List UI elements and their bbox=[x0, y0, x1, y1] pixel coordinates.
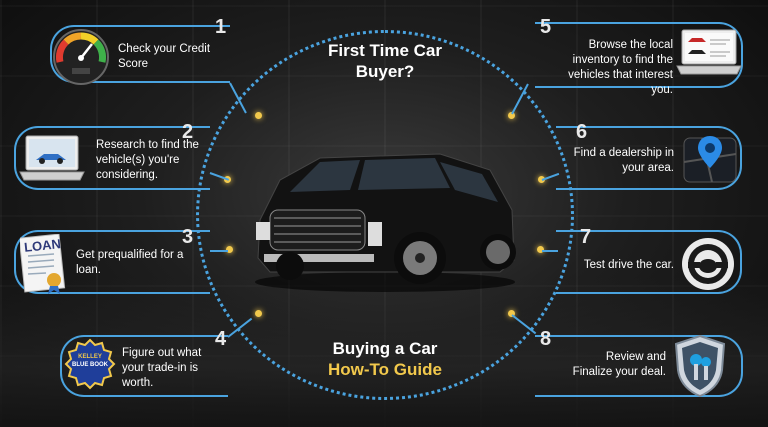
step-6-frame bbox=[556, 126, 742, 190]
step-3-connector bbox=[210, 250, 228, 252]
step-7-text: Test drive the car. bbox=[583, 259, 674, 271]
ring-dot-2 bbox=[224, 176, 231, 183]
dotted-ring bbox=[196, 30, 574, 400]
step-8-frame bbox=[535, 335, 743, 397]
page-title: First Time Car Buyer? bbox=[327, 41, 442, 81]
step-8-number: 8 bbox=[540, 328, 552, 350]
step-2-frame bbox=[14, 126, 210, 190]
step-2-text: Research to find the vehicle(s) you're c… bbox=[96, 139, 199, 181]
step-7-frame bbox=[556, 230, 742, 294]
credit-gauge-icon bbox=[53, 29, 109, 85]
shield-keys-icon bbox=[674, 334, 726, 398]
map-pin-icon bbox=[683, 136, 737, 183]
ring-dot-6 bbox=[538, 176, 545, 183]
kelley-blue-book-icon bbox=[64, 338, 116, 390]
step-6-text: Find a dealership in your area. bbox=[573, 147, 674, 174]
ring-dot-8 bbox=[508, 310, 515, 317]
laptop-inventory-icon bbox=[676, 29, 742, 75]
step-1-number: 1 bbox=[215, 16, 227, 38]
guide-title-line2: How-To Guide bbox=[328, 360, 442, 379]
kbb-badge-line2: BLUE BOOK bbox=[72, 362, 108, 368]
kbb-badge-line1: KELLEY bbox=[78, 354, 102, 360]
suv-car-image bbox=[255, 153, 516, 292]
ring-dot-1 bbox=[255, 112, 262, 119]
step-5-frame bbox=[535, 22, 743, 88]
step-4-text: Figure out what your trade-in is worth. bbox=[122, 347, 202, 389]
step-1-frame bbox=[50, 25, 230, 83]
loan-document-icon bbox=[20, 234, 66, 294]
ring-dot-5 bbox=[508, 112, 515, 119]
guide-title-line1: Buying a Car bbox=[332, 339, 438, 358]
step-3-number: 3 bbox=[182, 226, 194, 248]
step-3-frame bbox=[14, 230, 210, 294]
step-7-connector bbox=[542, 250, 558, 252]
guide-title: Buying a Car How-To Guide bbox=[300, 338, 470, 380]
ring-dot-7 bbox=[537, 246, 544, 253]
laptop-icon bbox=[19, 135, 85, 181]
ring-dot-4 bbox=[255, 310, 262, 317]
ring-dot-3 bbox=[226, 246, 233, 253]
step-1-text: Check your Credit Score bbox=[118, 43, 211, 70]
steering-wheel-icon bbox=[682, 238, 734, 290]
step-3-text: Get prequalified for a loan. bbox=[76, 249, 184, 276]
step-5-number: 5 bbox=[540, 16, 552, 38]
step-2-number: 2 bbox=[182, 121, 194, 143]
step-4-frame bbox=[60, 335, 228, 397]
step-5-text: Browse the local inventory to find the v… bbox=[568, 39, 673, 96]
step-6-number: 6 bbox=[576, 121, 588, 143]
step-7-number: 7 bbox=[580, 226, 592, 248]
step-4-number: 4 bbox=[215, 328, 227, 350]
step-8-text: Review and Finalize your deal. bbox=[572, 351, 666, 378]
